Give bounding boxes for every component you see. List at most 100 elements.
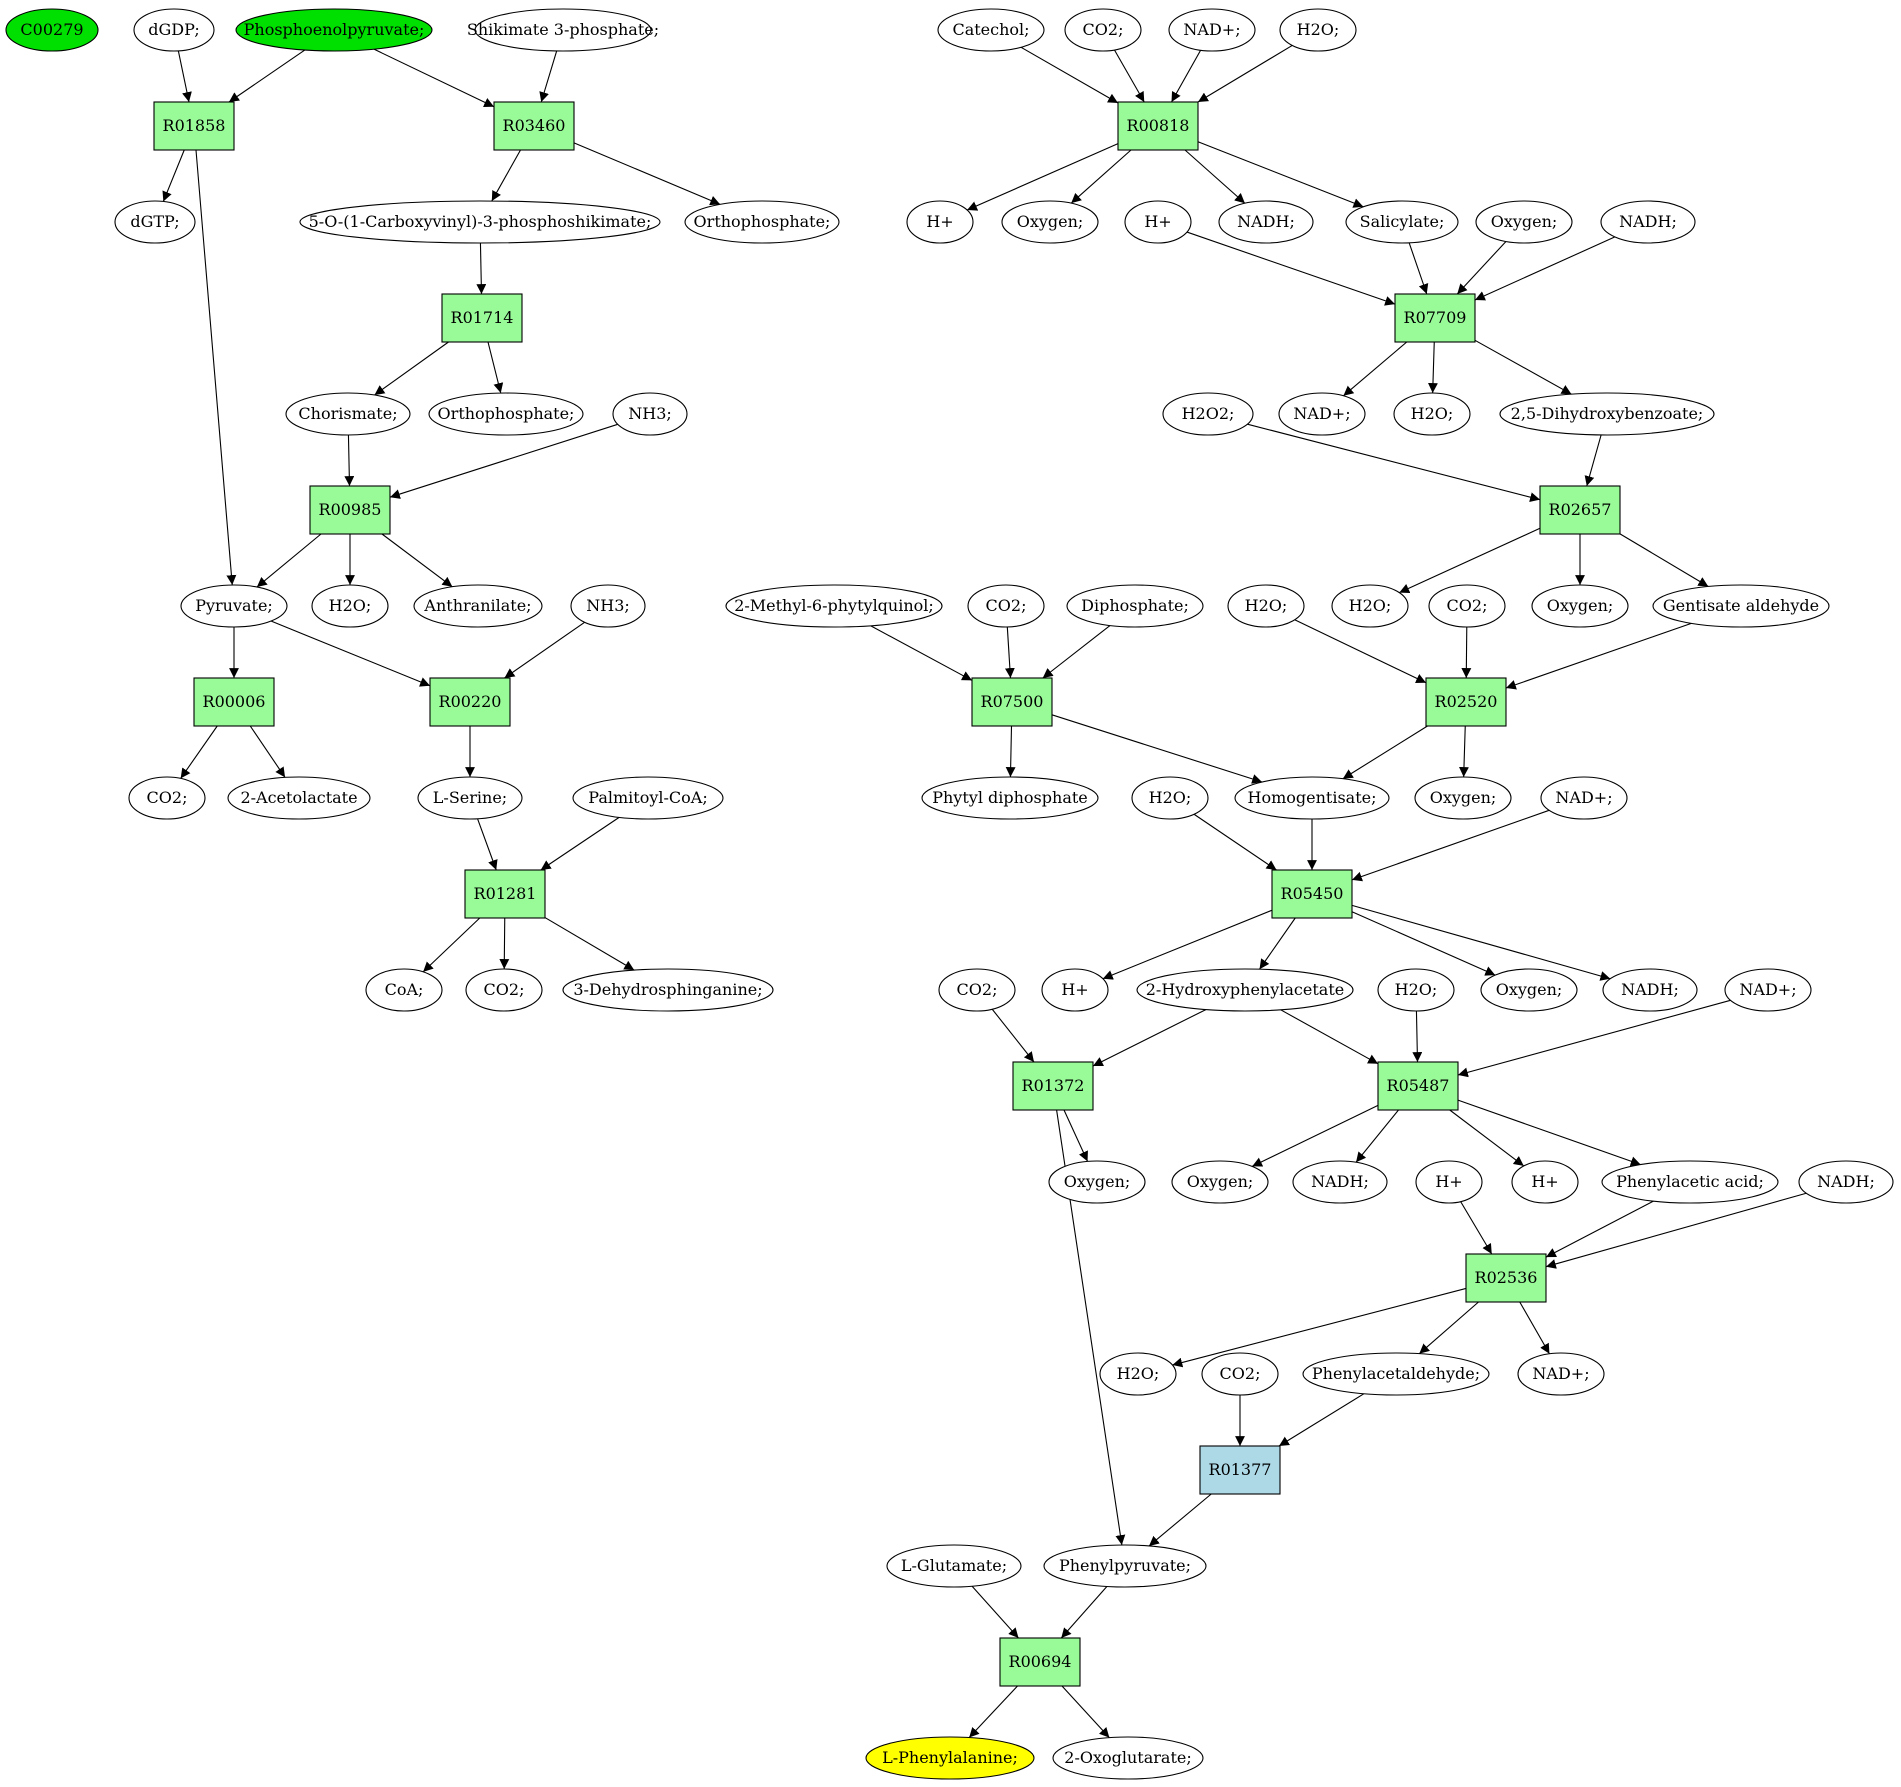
compound-node-phald[interactable]: Phenylacetaldehyde; bbox=[1302, 1352, 1490, 1396]
reaction-node-R00006[interactable]: R00006 bbox=[193, 677, 275, 727]
compound-node-oxy_f[interactable]: Oxygen; bbox=[1048, 1160, 1146, 1204]
compound-node-oxy_b[interactable]: Oxygen; bbox=[1475, 200, 1573, 244]
node-label: NH3; bbox=[628, 404, 672, 423]
compound-node-nadp_a[interactable]: NAD+; bbox=[1168, 8, 1256, 52]
compound-node-lglu[interactable]: L-Glutamate; bbox=[886, 1544, 1022, 1588]
compound-node-diph[interactable]: Diphosphate; bbox=[1066, 584, 1204, 628]
reaction-node-R07709[interactable]: R07709 bbox=[1394, 293, 1476, 343]
compound-node-h2o2[interactable]: H2O2; bbox=[1162, 392, 1254, 436]
compound-node-oxy_c[interactable]: Oxygen; bbox=[1531, 584, 1629, 628]
compound-node-palm[interactable]: Palmitoyl-CoA; bbox=[572, 776, 724, 820]
compound-node-ortho2[interactable]: Orthophosphate; bbox=[428, 392, 584, 436]
reaction-node-R05487[interactable]: R05487 bbox=[1377, 1061, 1459, 1111]
compound-node-coa[interactable]: CoA; bbox=[365, 968, 443, 1012]
reaction-node-R00694[interactable]: R00694 bbox=[999, 1637, 1081, 1687]
compound-node-h2o_b[interactable]: H2O; bbox=[1279, 8, 1357, 52]
compound-node-hp_d[interactable]: H+ bbox=[1415, 1160, 1483, 1204]
compound-node-h2o_f[interactable]: H2O; bbox=[1131, 776, 1209, 820]
compound-node-h2o_a[interactable]: H2O; bbox=[311, 584, 389, 628]
reaction-node-R05450[interactable]: R05450 bbox=[1271, 869, 1353, 919]
compound-node-nadh_c[interactable]: NADH; bbox=[1602, 968, 1698, 1012]
compound-node-dgdp[interactable]: dGDP; bbox=[133, 8, 215, 52]
node-label: C00279 bbox=[20, 20, 83, 39]
compound-node-oxy_d[interactable]: Oxygen; bbox=[1414, 776, 1512, 820]
compound-node-nh3b[interactable]: NH3; bbox=[570, 584, 646, 628]
reaction-box bbox=[193, 677, 275, 727]
compound-node-h2o_c[interactable]: H2O; bbox=[1393, 392, 1471, 436]
compound-node-h2o_g[interactable]: H2O; bbox=[1377, 968, 1455, 1012]
compound-node-hp_a[interactable]: H+ bbox=[906, 200, 974, 244]
compound-node-co2_f[interactable]: CO2; bbox=[938, 968, 1016, 1012]
compound-node-co2_d[interactable]: CO2; bbox=[967, 584, 1045, 628]
compound-node-homog[interactable]: Homogentisate; bbox=[1234, 776, 1390, 820]
reaction-node-R00220[interactable]: R00220 bbox=[429, 677, 511, 727]
reaction-node-R03460[interactable]: R03460 bbox=[493, 101, 575, 151]
compound-node-chor[interactable]: Chorismate; bbox=[285, 392, 411, 436]
compound-node-salic[interactable]: Salicylate; bbox=[1345, 200, 1459, 244]
compound-node-phpyr[interactable]: Phenylpyruvate; bbox=[1043, 1544, 1207, 1588]
compound-node-epsp[interactable]: 5-O-(1-Carboxyvinyl)-3-phosphoshikimate; bbox=[299, 200, 661, 244]
compound-node-co2_c[interactable]: CO2; bbox=[1064, 8, 1142, 52]
compound-node-co2_a[interactable]: CO2; bbox=[128, 776, 206, 820]
compound-ellipse bbox=[1041, 968, 1109, 1012]
node-label: dGTP; bbox=[130, 212, 179, 231]
reaction-node-R00818[interactable]: R00818 bbox=[1117, 101, 1199, 151]
compound-node-nadp_b[interactable]: NAD+; bbox=[1278, 392, 1366, 436]
compound-node-ortho1[interactable]: Orthophosphate; bbox=[684, 200, 840, 244]
reaction-node-R01858[interactable]: R01858 bbox=[153, 101, 235, 151]
reaction-node-R01281[interactable]: R01281 bbox=[464, 869, 546, 919]
compound-node-co2_e[interactable]: CO2; bbox=[1428, 584, 1506, 628]
compound-node-lphe[interactable]: L-Phenylalanine; bbox=[865, 1736, 1035, 1780]
edge-R01858-to-dgtp bbox=[162, 149, 185, 202]
compound-node-pep[interactable]: Phosphoenolpyruvate; bbox=[235, 8, 433, 52]
compound-node-hp_c[interactable]: H+ bbox=[1041, 968, 1109, 1012]
reaction-node-R07500[interactable]: R07500 bbox=[971, 677, 1053, 727]
compound-node-nadh_e[interactable]: NADH; bbox=[1798, 1160, 1894, 1204]
compound-node-nadh_d[interactable]: NADH; bbox=[1292, 1160, 1388, 1204]
compound-node-pyr[interactable]: Pyruvate; bbox=[180, 584, 288, 628]
compound-node-nadp_d[interactable]: NAD+; bbox=[1724, 968, 1812, 1012]
compound-node-phac[interactable]: Phenylacetic acid; bbox=[1601, 1160, 1779, 1204]
compound-node-acetolac[interactable]: 2-Acetolactate bbox=[227, 776, 371, 820]
reaction-node-R01372[interactable]: R01372 bbox=[1012, 1061, 1094, 1111]
compound-node-h2o_e[interactable]: H2O; bbox=[1331, 584, 1409, 628]
node-label: L-Phenylalanine; bbox=[882, 1748, 1018, 1767]
compound-ellipse bbox=[1278, 392, 1366, 436]
compound-node-co2_g[interactable]: CO2; bbox=[1201, 1352, 1279, 1396]
compound-node-oxy_g[interactable]: Oxygen; bbox=[1171, 1160, 1269, 1204]
compound-node-nh3a[interactable]: NH3; bbox=[612, 392, 688, 436]
edge-catechol-to-R00818 bbox=[1020, 46, 1119, 104]
compound-node-oxy_a[interactable]: Oxygen; bbox=[1001, 200, 1099, 244]
compound-node-hp_e[interactable]: H+ bbox=[1511, 1160, 1579, 1204]
node-label: Oxygen; bbox=[1064, 1172, 1131, 1191]
edge-R05450-to-oxy_e bbox=[1351, 911, 1496, 976]
compound-node-anth[interactable]: Anthranilate; bbox=[413, 584, 543, 628]
compound-node-oxy_e[interactable]: Oxygen; bbox=[1480, 968, 1578, 1012]
compound-node-oxoglu[interactable]: 2-Oxoglutarate; bbox=[1052, 1736, 1204, 1780]
compound-node-co2_b[interactable]: CO2; bbox=[465, 968, 543, 1012]
compound-node-dhb[interactable]: 2,5-Dihydroxybenzoate; bbox=[1499, 392, 1715, 436]
compound-node-dhs[interactable]: 3-Dehydrosphinganine; bbox=[562, 968, 774, 1012]
compound-node-nadh_b[interactable]: NADH; bbox=[1600, 200, 1696, 244]
reaction-node-R02520[interactable]: R02520 bbox=[1425, 677, 1507, 727]
compound-node-gent[interactable]: Gentisate aldehyde bbox=[1652, 584, 1830, 628]
compound-node-mpq[interactable]: 2-Methyl-6-phytylquinol; bbox=[725, 584, 943, 628]
compound-node-h2o_d[interactable]: H2O; bbox=[1227, 584, 1305, 628]
compound-node-catechol[interactable]: Catechol; bbox=[937, 8, 1045, 52]
reaction-node-R02536[interactable]: R02536 bbox=[1465, 1253, 1547, 1303]
compound-node-nadh_a[interactable]: NADH; bbox=[1218, 200, 1314, 244]
reaction-node-R00985[interactable]: R00985 bbox=[309, 485, 391, 535]
compound-node-hpa[interactable]: 2-Hydroxyphenylacetate bbox=[1136, 968, 1354, 1012]
compound-node-C00279[interactable]: C00279 bbox=[5, 8, 99, 52]
compound-node-lser[interactable]: L-Serine; bbox=[417, 776, 523, 820]
compound-node-nadp_c[interactable]: NAD+; bbox=[1540, 776, 1628, 820]
compound-node-h2o_h[interactable]: H2O; bbox=[1099, 1352, 1177, 1396]
compound-node-phytdp[interactable]: Phytyl diphosphate bbox=[921, 776, 1099, 820]
compound-node-dgtp[interactable]: dGTP; bbox=[114, 200, 196, 244]
reaction-node-R01377[interactable]: R01377 bbox=[1199, 1445, 1281, 1495]
reaction-node-R02657[interactable]: R02657 bbox=[1539, 485, 1621, 535]
compound-node-s3p[interactable]: Shikimate 3-phosphate; bbox=[467, 8, 659, 52]
reaction-node-R01714[interactable]: R01714 bbox=[441, 293, 523, 343]
compound-node-hp_b[interactable]: H+ bbox=[1124, 200, 1192, 244]
compound-node-nadp_e[interactable]: NAD+; bbox=[1517, 1352, 1605, 1396]
